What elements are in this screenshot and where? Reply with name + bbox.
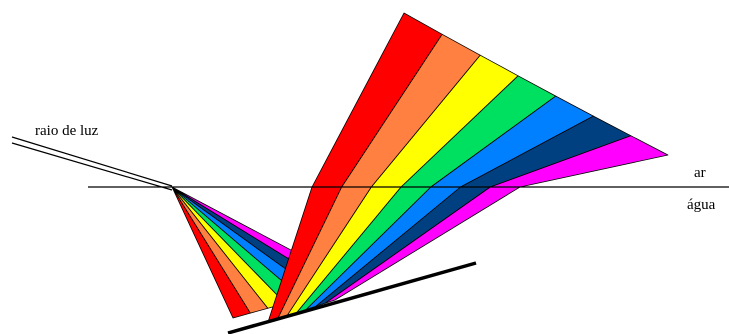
incident-light-ray xyxy=(12,137,172,190)
water-label: água xyxy=(687,198,715,213)
light-ray-label: raio de luz xyxy=(35,124,98,139)
emerging-spectrum-fan xyxy=(312,13,668,187)
air-label: ar xyxy=(694,166,706,181)
reflected-spectrum-fan xyxy=(268,187,520,322)
